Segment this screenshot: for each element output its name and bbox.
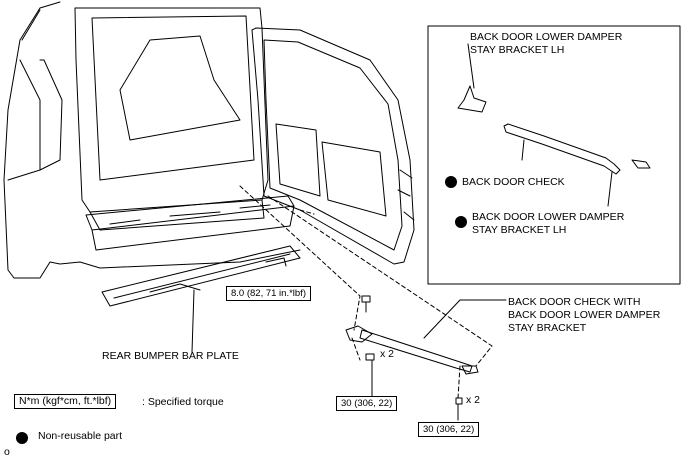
rear-bumper-plate (101, 245, 301, 307)
bolt-upper (361, 295, 371, 313)
rear-bumper-label: REAR BUMPER BAR PLATE (102, 350, 239, 362)
torque-box-upper: 8.0 (82, 71 in.*lbf) (226, 286, 311, 301)
assembly-label-line2: BACK DOOR LOWER DAMPER (508, 309, 661, 321)
back-door-window-left (275, 123, 321, 197)
bracket-leader-top (467, 43, 475, 89)
legend-torque-unit: N*m (kgf*cm, ft.*lbf) (14, 394, 117, 409)
legend-torque-desc: : Specified torque (142, 396, 224, 408)
bracket-lh-part (457, 85, 487, 113)
back-door-inner (263, 39, 403, 251)
multiplier-right: x 2 (466, 394, 481, 406)
detail-inset-box (427, 25, 681, 285)
legend-non-reusable-label: Non-reusable part (38, 430, 123, 442)
cargo-inner-walls (91, 15, 255, 181)
bumper-step-details (109, 204, 271, 225)
assembly-label-line1: BACK DOOR CHECK WITH (508, 296, 641, 308)
damper-inset (503, 123, 621, 175)
non-reusable-mark-back-door-check (445, 176, 457, 188)
multiplier-left: x 2 (380, 348, 395, 360)
lower-bracket-mid-label-line1: BACK DOOR LOWER DAMPER (472, 211, 625, 223)
rear-bumper-leader (191, 289, 195, 353)
back-door-outline (251, 27, 415, 265)
assembly-bracket (345, 325, 373, 343)
guide-line-3 (299, 209, 315, 215)
legend-non-reusable-mark (16, 432, 28, 444)
cargo-seat-lines (119, 35, 241, 141)
guide-line-1 (239, 185, 361, 331)
vehicle-quarter-panel (39, 59, 63, 171)
bolt-left (365, 353, 375, 361)
vehicle-body-inner (7, 1, 61, 181)
assembly-label-line3: STAY BRACKET (508, 322, 587, 334)
cargo-floor (89, 199, 265, 231)
assembly-end-bracket (461, 365, 479, 375)
guide-line-5 (351, 337, 361, 361)
rear-bumper-plate-detail (113, 253, 291, 299)
lower-bracket-top-label-line2: STAY BRACKET LH (470, 44, 565, 56)
torque-box-left: 30 (306, 22) (336, 396, 398, 411)
non-reusable-mark-lower-bracket (455, 216, 467, 228)
damper-inset-leader (521, 139, 525, 161)
guide-line-4 (457, 365, 461, 399)
bracket-small-leader (607, 171, 613, 207)
lower-bracket-mid-label-line2: STAY BRACKET LH (472, 224, 567, 236)
guide-line-2 (267, 195, 493, 367)
assembly-leader (423, 299, 507, 339)
back-door-check-label: BACK DOOR CHECK (462, 176, 565, 188)
back-door-window-right (321, 141, 387, 217)
corner-mark: o (4, 446, 10, 458)
torque-box-right: 30 (306, 22) (418, 422, 480, 437)
back-door-hinge-edge (397, 169, 415, 221)
assembly-damper (359, 329, 473, 373)
bracket-small-inset (631, 159, 651, 169)
bolt-right (455, 397, 463, 405)
vehicle-body-outline (3, 7, 301, 279)
lower-bracket-top-label-line1: BACK DOOR LOWER DAMPER (470, 31, 623, 43)
bumper-step (85, 195, 295, 251)
